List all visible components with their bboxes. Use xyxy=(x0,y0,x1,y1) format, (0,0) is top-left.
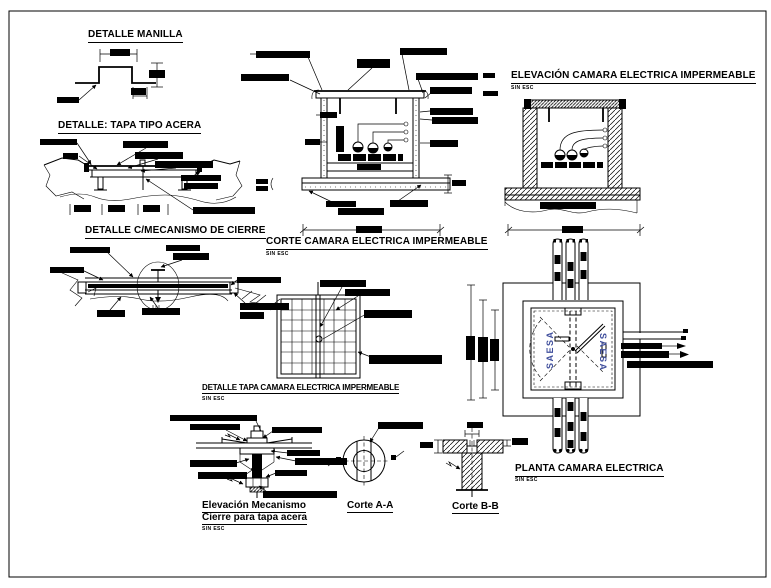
title-detalle-tapa-camara: DETALLE TAPA CAMARA ELECTRICA IMPERMEABL… xyxy=(202,383,399,395)
title-corte-camara: CORTE CAMARA ELECTRICA IMPERMEABLE xyxy=(266,236,488,250)
title-planta-camara: PLANTA CAMARA ELECTRICA xyxy=(515,463,664,477)
title-corte-aa: Corte A-A xyxy=(347,500,394,513)
planta-camara-drawing xyxy=(466,282,713,417)
scale-corte-camara: SIN ESC xyxy=(266,251,289,257)
title-elevacion-mecanismo-line2: Cierre para tapa acera xyxy=(202,512,308,525)
corte-aa-drawing xyxy=(327,422,423,486)
plan-lid-text-left: SAESA xyxy=(545,330,555,369)
title-detalle-manilla: DETALLE MANILLA xyxy=(88,29,183,43)
elevacion-mecanismo-drawing xyxy=(170,415,347,498)
corte-bb-drawing xyxy=(420,422,528,499)
title-corte-bb: Corte B-B xyxy=(452,501,499,514)
scale-elevacion-mecanismo: SIN ESC xyxy=(202,526,225,532)
scale-elevacion-camara: SIN ESC xyxy=(511,85,534,91)
detalle-manilla-drawing xyxy=(57,49,165,103)
sheet-border xyxy=(8,10,767,578)
detalle-tapa-grid-drawing xyxy=(240,280,442,379)
corte-camara-drawing xyxy=(241,48,478,236)
title-elevacion-mecanismo-line1: Elevación Mecanismo xyxy=(202,500,306,513)
plan-lid-text-right: SAESA xyxy=(598,333,608,372)
detalle-tapa-acera-drawing xyxy=(40,139,255,215)
elevacion-camara-drawing xyxy=(483,73,645,236)
conduit-pipes-bottom xyxy=(552,398,589,454)
title-elevacion-camara: ELEVACIÓN CAMARA ELECTRICA IMPERMEABLE xyxy=(511,70,756,84)
scale-planta-camara: SIN ESC xyxy=(515,477,538,483)
title-detalle-mecanismo-cierre: DETALLE C/MECANISMO DE CIERRE xyxy=(85,225,266,239)
title-detalle-tapa-tipo-acera: DETALLE: TAPA TIPO ACERA xyxy=(58,120,202,134)
conduit-pipes-top xyxy=(552,238,589,300)
scale-detalle-tapa-camara: SIN ESC xyxy=(202,396,225,402)
